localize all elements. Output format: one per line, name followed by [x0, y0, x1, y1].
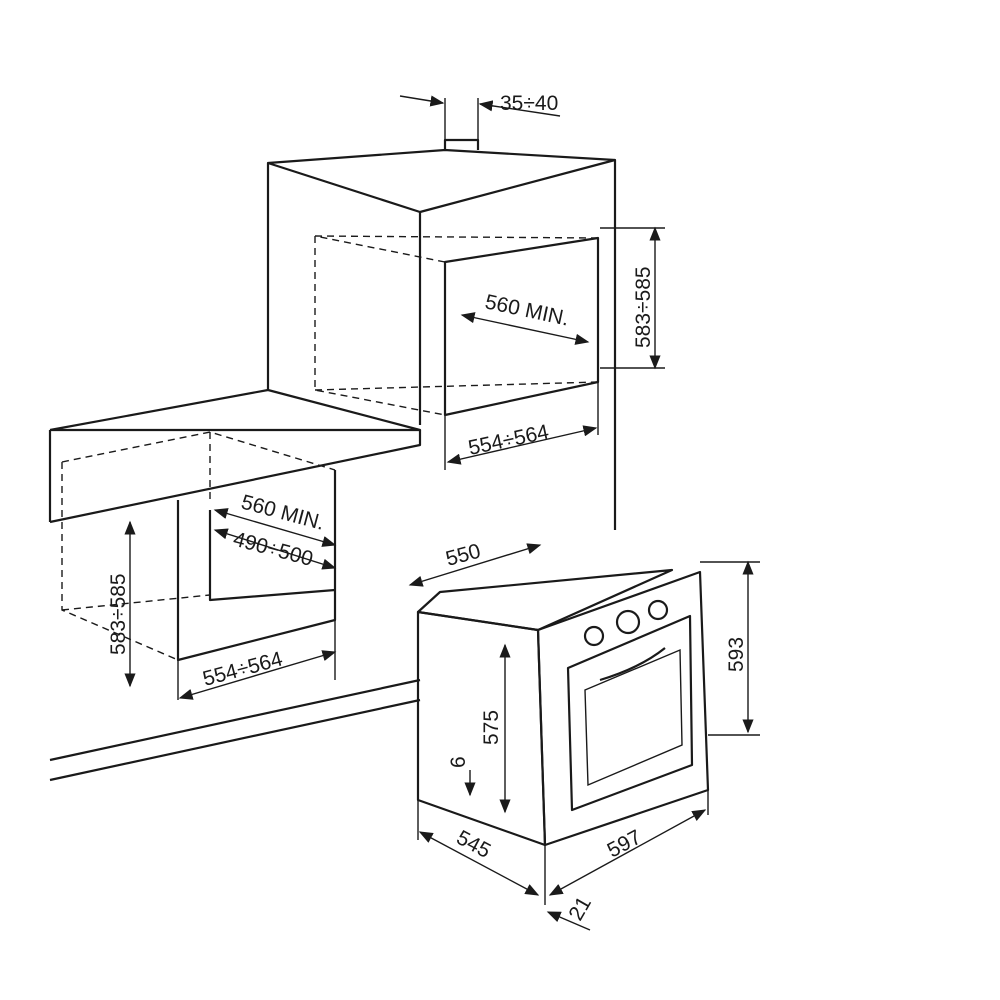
label-oven-bottom-offset: 6 [447, 756, 470, 768]
oven [416, 568, 710, 847]
oven-knob-right [647, 599, 669, 621]
label-top-gap: 35÷40 [500, 92, 558, 115]
label-oven-width: 597 [604, 826, 646, 863]
label-column-niche-depth: 560 MIN. [483, 290, 571, 330]
label-counter-niche-width: 554÷564 [200, 647, 285, 690]
label-column-niche-width: 554÷564 [466, 420, 551, 460]
oven-clock [615, 609, 641, 635]
label-oven-height: 593 [725, 637, 748, 672]
label-oven-body-height: 575 [480, 710, 503, 745]
label-oven-body-depth: 545 [453, 826, 495, 863]
column-cabinet [266, 138, 617, 530]
label-oven-depth: 550 [443, 540, 483, 571]
countertop [48, 388, 422, 782]
label-counter-niche-height: 583÷585 [107, 573, 130, 655]
oven-knob-left [583, 625, 605, 647]
label-column-niche-height: 583÷585 [632, 266, 655, 348]
label-counter-inner-depth: 490÷500 [231, 528, 316, 571]
dimension-lines [124, 95, 760, 931]
label-door-thickness: 21 [564, 893, 596, 925]
label-counter-niche-depth: 560 MIN. [239, 491, 327, 535]
